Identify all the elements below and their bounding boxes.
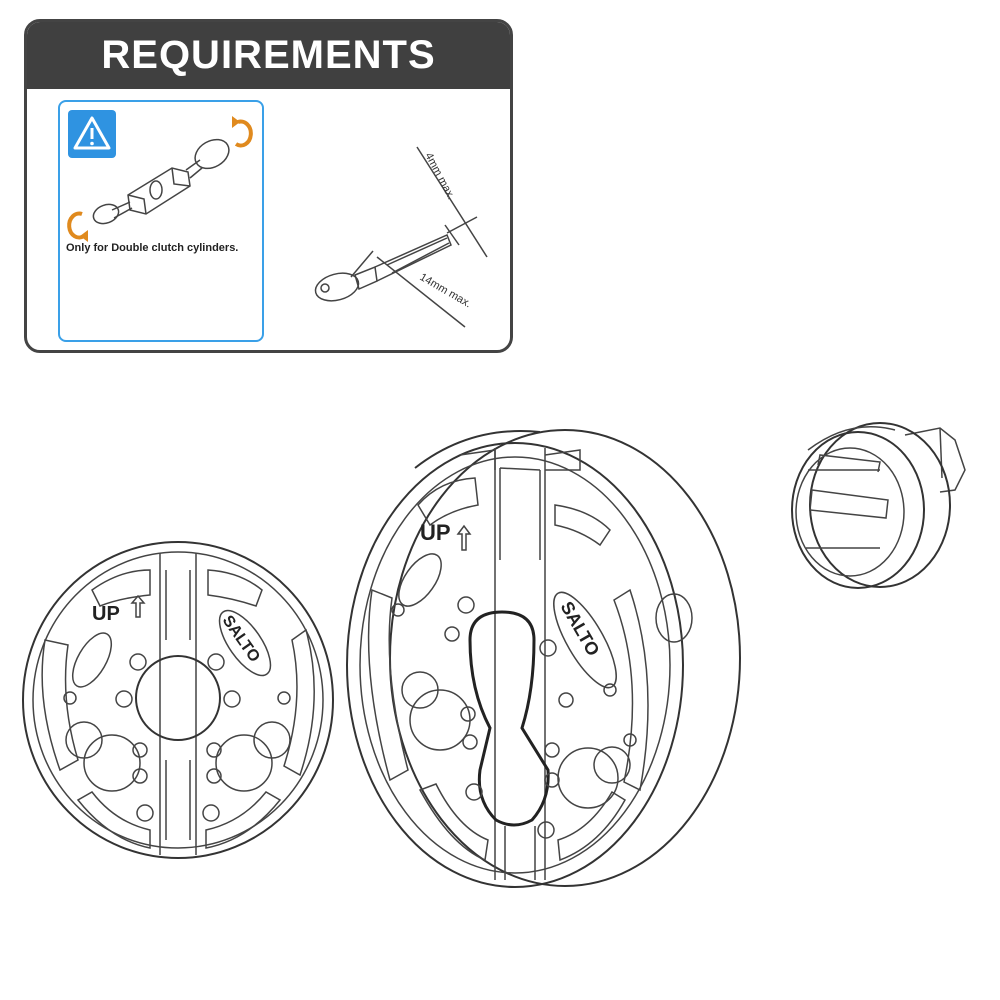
rosette-plate-front: UP SALTO — [22, 541, 334, 859]
max-length-label: 14mm max. — [418, 271, 474, 310]
double-clutch-warning-box: Only for Double clutch cylinders. — [58, 100, 264, 342]
up-arrow-icon — [456, 524, 472, 551]
rosette-parts-illustration: UP SALTO — [22, 422, 966, 888]
key-dimension-diagram: 4mm max. 14mm max. — [314, 146, 488, 328]
rotation-arrow-icon — [67, 211, 88, 242]
cylinder-adapter-knob — [791, 422, 966, 589]
warning-triangle-icon — [68, 110, 116, 158]
requirements-panel: REQUIREMENTS — [24, 19, 513, 353]
rosette-body-3d: UP SALTO — [346, 429, 741, 888]
requirements-title: REQUIREMENTS — [27, 22, 510, 89]
brand-label-3d: SALTO — [557, 598, 604, 659]
up-arrow-icon — [130, 594, 146, 618]
warning-caption: Only for Double clutch cylinders. — [66, 242, 239, 254]
up-label: UP — [92, 603, 120, 625]
up-label-3d: UP — [420, 520, 451, 545]
double-clutch-cylinder-illustration — [67, 116, 253, 242]
max-protrusion-label: 4mm max. — [422, 151, 457, 202]
rotation-arrow-icon — [232, 116, 253, 148]
brand-label: SALTO — [219, 613, 263, 666]
